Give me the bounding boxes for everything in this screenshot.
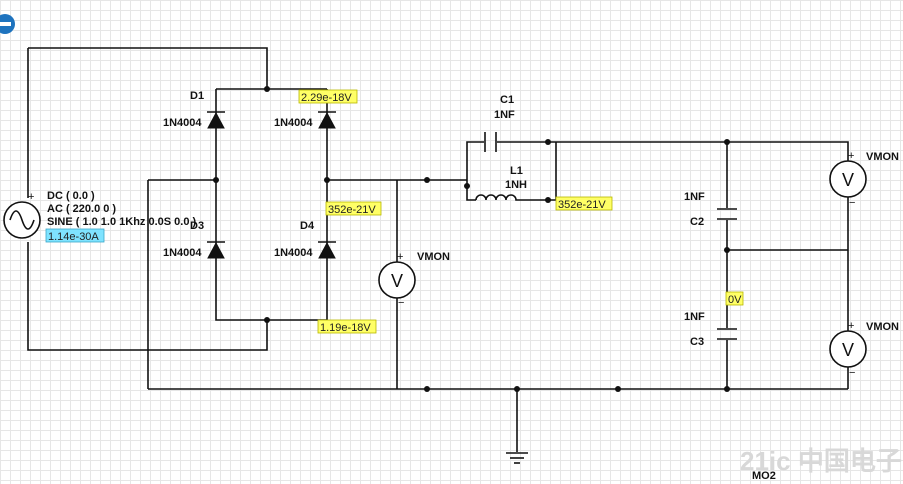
source-sine-label: SINE ( 1.0 1.0 1Khz 0.0S 0.0 ) xyxy=(47,216,197,228)
capacitor-c2-value: 1NF xyxy=(684,191,705,203)
ground-icon[interactable] xyxy=(506,452,528,464)
watermark: 21ic 中国电子网 xyxy=(740,446,903,476)
voltage-probe-bottom-bridge-value: 1.19e-18V xyxy=(320,322,371,334)
voltmeter-bottom-right-minus: − xyxy=(849,367,855,379)
voltmeter-top-right-minus: − xyxy=(849,197,855,209)
voltage-probe-mid-cap-value: 0V xyxy=(728,294,742,306)
capacitor-c2-ref: C2 xyxy=(690,216,704,228)
diode-d3[interactable]: D3 1N4004 xyxy=(163,220,225,259)
voltmeter-top-right-symbol: V xyxy=(842,170,854,190)
capacitor-c3-ref: C3 xyxy=(690,336,704,348)
capacitor-c3-value: 1NF xyxy=(684,311,705,323)
voltmeter-left-symbol: V xyxy=(391,271,403,291)
capacitor-c3[interactable]: 1NF C3 xyxy=(684,311,737,348)
capacitor-c1[interactable]: C1 1NF xyxy=(484,94,515,152)
source-dc-label: DC ( 0.0 ) xyxy=(47,190,95,202)
voltmeter-top-right-label: VMON xyxy=(866,151,899,163)
source-ac-label: AC ( 220.0 0 ) xyxy=(47,203,116,215)
minus-circle-icon[interactable] xyxy=(0,14,15,34)
inductor-l1-ref: L1 xyxy=(510,165,523,177)
voltmeter-left-plus: + xyxy=(397,251,403,263)
diode-d3-part: 1N4004 xyxy=(163,247,202,259)
diode-d4-ref: D4 xyxy=(300,220,315,232)
voltmeter-left-label: VMON xyxy=(417,251,450,263)
diode-d1[interactable]: D1 1N4004 xyxy=(163,90,225,129)
voltage-probe-d2-value: 2.29e-18V xyxy=(301,92,352,104)
voltmeter-top-right[interactable]: V + − VMON xyxy=(829,150,899,209)
ac-source-icon xyxy=(3,201,41,239)
voltmeter-bottom-right-symbol: V xyxy=(842,340,854,360)
diode-d4[interactable]: D4 1N4004 xyxy=(274,220,336,259)
capacitor-c1-ref: C1 xyxy=(500,94,514,106)
capacitor-c2[interactable]: 1NF C2 xyxy=(684,191,737,228)
footer-label: MO2 xyxy=(752,470,776,482)
voltmeter-left[interactable]: V + − VMON xyxy=(378,251,450,309)
current-probe-value: 1.14e-30A xyxy=(48,231,99,243)
voltage-probe-inductor-out[interactable]: 352e-21V xyxy=(555,196,613,211)
capacitor-c1-value: 1NF xyxy=(494,109,515,121)
voltage-probe-mid-right-value: 352e-21V xyxy=(328,204,376,216)
voltage-probe-mid-right[interactable]: 352e-21V xyxy=(325,201,382,216)
ac-source[interactable]: + DC ( 0.0 ) AC ( 220.0 0 ) SINE ( 1.0 1… xyxy=(3,190,197,243)
inductor-l1[interactable]: L1 1NH xyxy=(475,165,527,201)
diode-d4-part: 1N4004 xyxy=(274,247,313,259)
junction-dots xyxy=(213,86,730,392)
diode-d2-part: 1N4004 xyxy=(274,117,313,129)
voltage-probe-bottom-bridge[interactable]: 1.19e-18V xyxy=(317,319,377,334)
voltmeter-bottom-right-plus: + xyxy=(848,320,854,332)
diode-d3-ref: D3 xyxy=(190,220,204,232)
source-plus-sign: + xyxy=(28,191,34,203)
inductor-l1-value: 1NH xyxy=(505,179,527,191)
voltage-probe-inductor-out-value: 352e-21V xyxy=(558,199,606,211)
voltage-probe-d2[interactable]: 2.29e-18V xyxy=(298,89,358,104)
wires xyxy=(27,47,849,452)
voltage-probe-mid-cap[interactable]: 0V xyxy=(725,291,744,306)
current-probe[interactable]: 1.14e-30A xyxy=(45,228,105,243)
diode-d1-ref: D1 xyxy=(190,90,204,102)
voltmeter-bottom-right-label: VMON xyxy=(866,321,899,333)
voltmeter-bottom-right[interactable]: V + − VMON xyxy=(829,320,899,379)
voltmeter-top-right-plus: + xyxy=(848,150,854,162)
voltmeter-left-minus: − xyxy=(398,297,404,309)
diode-d1-part: 1N4004 xyxy=(163,117,202,129)
